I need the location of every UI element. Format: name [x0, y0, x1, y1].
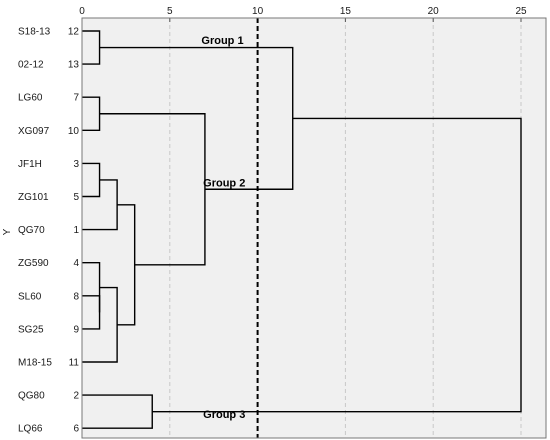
group-label: Group 2: [203, 177, 245, 189]
dendrogram-links: [82, 30, 522, 429]
x-tick-label: 0: [79, 6, 85, 17]
leaf-label: XG097: [18, 126, 50, 137]
leaf-number: 13: [68, 60, 80, 71]
x-tick-label: 5: [167, 6, 173, 17]
x-tick-label: 20: [428, 6, 440, 17]
leaf-label: QG80: [18, 391, 45, 402]
y-axis-label: Y: [2, 228, 13, 235]
dendrogram-link: [82, 262, 101, 313]
leaf-label: QG70: [18, 225, 45, 236]
leaf-number: 6: [73, 424, 79, 435]
leaf-number: 12: [68, 27, 80, 38]
x-axis-ticks: 0 5 10 15 20 25: [79, 6, 527, 22]
leaf-number: 4: [73, 258, 79, 269]
leaf-number: 7: [73, 93, 79, 104]
leaf-number: 5: [73, 192, 79, 203]
leaf-number: 3: [73, 159, 79, 170]
leaf-label: JF1H: [18, 159, 42, 170]
leaf-label: 02-12: [18, 60, 44, 71]
group-label: Group 3: [203, 409, 245, 421]
leaf-label: SG25: [18, 324, 44, 335]
leaf-number: 11: [69, 358, 80, 369]
leaf-number: 10: [68, 126, 80, 137]
leaf-number: 9: [73, 324, 79, 335]
leaf-number: 2: [73, 391, 79, 402]
leaf-number: 8: [73, 291, 79, 302]
group-label: Group 1: [201, 35, 243, 47]
group-labels: Group 1 Group 2 Group 3: [201, 35, 245, 421]
leaf-number: 1: [73, 225, 79, 236]
leaf-label: LG60: [18, 93, 43, 104]
leaf-label: ZG101: [18, 192, 49, 203]
dendrogram-link: [152, 117, 522, 413]
plot-area: [82, 18, 546, 438]
leaf-label: M18-15: [18, 358, 52, 369]
x-tick-label: 25: [515, 6, 527, 17]
x-tick-label: 15: [340, 6, 352, 17]
leaf-label: SL60: [18, 291, 42, 302]
leaf-label: S18-13: [18, 27, 51, 38]
leaf-label: ZG590: [18, 258, 49, 269]
leaf-label: LQ66: [18, 424, 43, 435]
x-tick-label: 10: [252, 6, 264, 17]
plot-border: [81, 17, 547, 439]
